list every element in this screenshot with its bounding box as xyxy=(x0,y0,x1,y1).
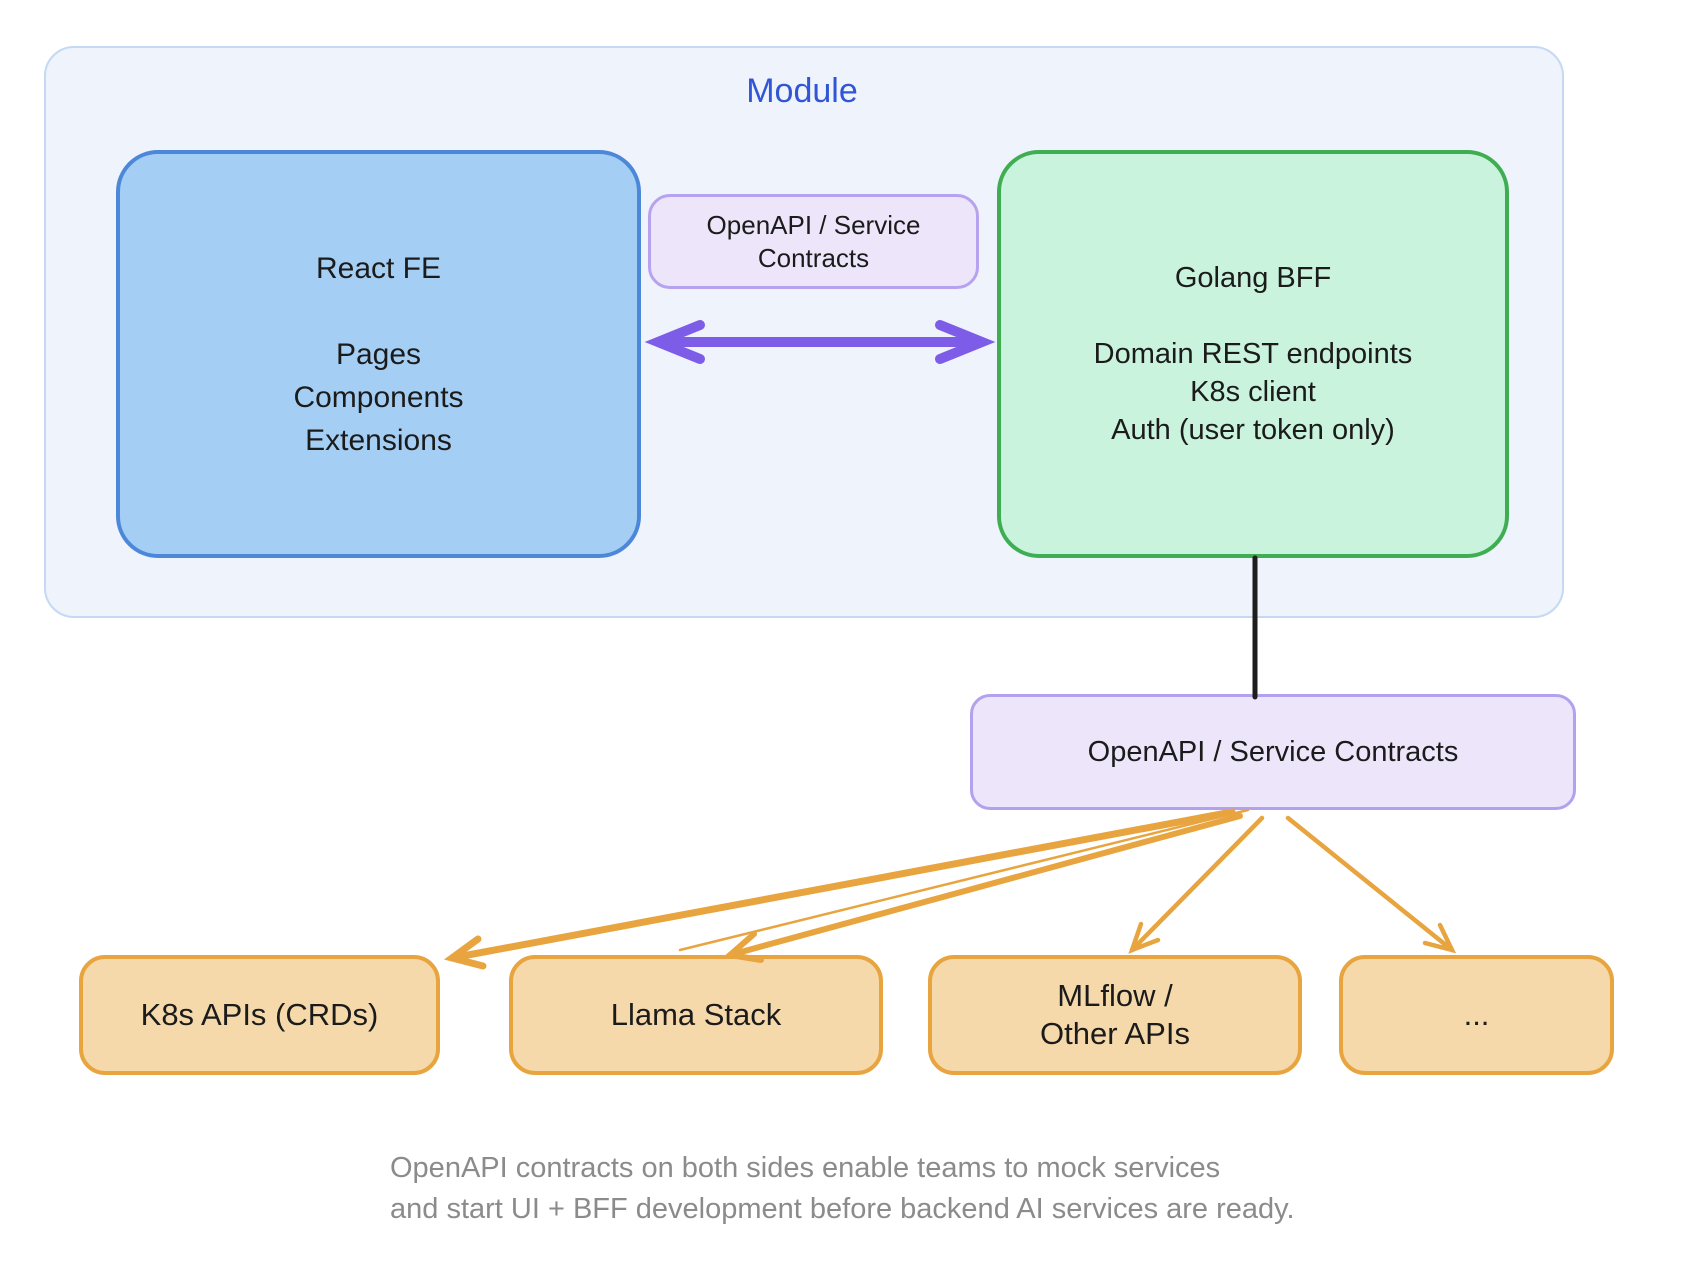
contracts-to-backends-arrows xyxy=(443,808,1457,970)
arrow-to-llama-stack xyxy=(723,813,1243,963)
diagram-caption: OpenAPI contracts on both sides enable t… xyxy=(390,1148,1295,1230)
sketch-stroke xyxy=(678,808,1250,952)
golang-bff-item: K8s client xyxy=(1190,376,1316,408)
backend-node-ellipsis: ... xyxy=(1339,955,1614,1075)
golang-bff-title: Golang BFF xyxy=(1174,262,1332,294)
arrow-to-mlflow xyxy=(1128,815,1265,954)
golang-bff-item: Auth (user token only) xyxy=(1111,414,1395,446)
backend-label: K8s APIs (CRDs) xyxy=(140,997,379,1032)
backend-label: Llama Stack xyxy=(610,997,782,1032)
arrow-to-k8s-apis xyxy=(443,808,1236,970)
react-fe-title: React FE xyxy=(315,251,442,285)
backend-label: ... xyxy=(1463,997,1490,1032)
react-fe-node: React FE Pages Components Extensions xyxy=(116,150,641,558)
openapi-contracts-top-node: OpenAPI / Service Contracts xyxy=(648,194,979,289)
module-title: Module xyxy=(746,72,858,110)
react-fe-item: Extensions xyxy=(305,423,452,457)
openapi-contracts-hub-node: OpenAPI / Service Contracts xyxy=(970,694,1576,810)
contracts-hub-label: OpenAPI / Service Contracts xyxy=(1087,735,1459,768)
caption-line2: and start UI + BFF development before ba… xyxy=(390,1193,1295,1225)
caption-line1: OpenAPI contracts on both sides enable t… xyxy=(390,1152,1221,1184)
contracts-top-line1: OpenAPI / Service xyxy=(706,209,921,240)
arrow-to-ellipsis xyxy=(1285,815,1457,954)
backend-node-mlflow-other-apis: MLflow / Other APIs xyxy=(928,955,1302,1075)
golang-bff-item: Domain REST endpoints xyxy=(1093,338,1413,370)
contracts-top-line2: Contracts xyxy=(757,242,870,273)
backend-node-llama-stack: Llama Stack xyxy=(509,955,883,1075)
react-fe-item: Components xyxy=(293,380,464,414)
backend-node-k8s-apis: K8s APIs (CRDs) xyxy=(79,955,440,1075)
backend-label: Other APIs xyxy=(1040,1016,1190,1051)
golang-bff-node: Golang BFF Domain REST endpoints K8s cli… xyxy=(997,150,1509,558)
react-fe-item: Pages xyxy=(335,337,422,371)
backend-label: MLflow / xyxy=(1057,978,1173,1013)
